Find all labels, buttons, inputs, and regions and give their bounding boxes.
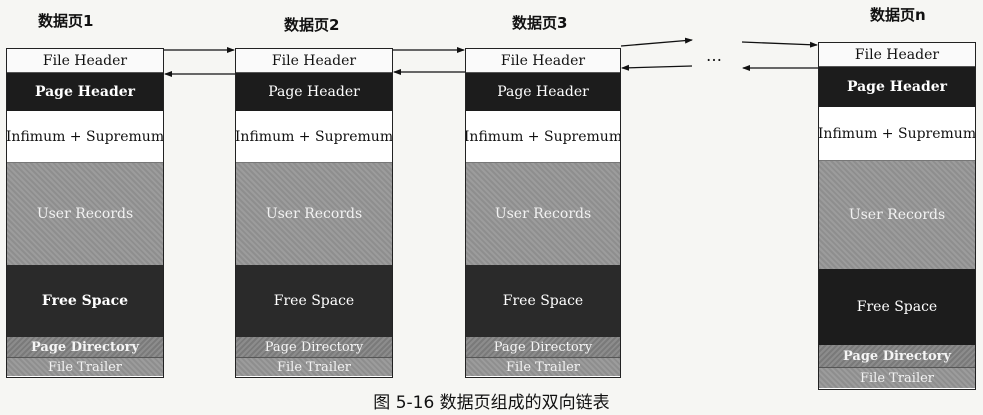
free-space-section: Free Space bbox=[7, 265, 163, 337]
infimum-supremum-section: Infimum + Supremum bbox=[819, 107, 975, 161]
file-trailer-label: File Trailer bbox=[859, 370, 935, 386]
file-header-section: File Header bbox=[7, 49, 163, 73]
file-trailer-section: File Trailer bbox=[7, 357, 163, 376]
page-directory-label: Page Directory bbox=[842, 348, 952, 364]
file-trailer-section: File Trailer bbox=[819, 367, 975, 388]
data-page-2: File Header Page Header Infimum + Suprem… bbox=[235, 48, 393, 378]
page-header-section: Page Header bbox=[819, 67, 975, 107]
page-directory-section: Page Directory bbox=[7, 337, 163, 357]
free-space-label: Free Space bbox=[502, 293, 584, 309]
user-records-label: User Records bbox=[848, 207, 946, 223]
prev-pointer-arrow bbox=[621, 64, 693, 71]
page-3-title: 数据页3 bbox=[512, 14, 568, 32]
user-records-label: User Records bbox=[36, 206, 134, 222]
free-space-section: Free Space bbox=[236, 265, 392, 337]
page-directory-section: Page Directory bbox=[466, 337, 620, 357]
page-header-section: Page Header bbox=[236, 73, 392, 111]
data-page-3: File Header Page Header Infimum + Suprem… bbox=[465, 48, 621, 378]
file-trailer-label: File Trailer bbox=[505, 359, 581, 375]
page-header-label: Page Header bbox=[34, 84, 136, 100]
next-pointer-arrow bbox=[741, 41, 818, 48]
infimum-supremum-label: Infimum + Supremum bbox=[819, 125, 975, 142]
file-header-label: File Header bbox=[271, 52, 357, 69]
page-directory-label: Page Directory bbox=[30, 339, 140, 355]
file-trailer-label: File Trailer bbox=[276, 359, 352, 375]
infimum-supremum-section: Infimum + Supremum bbox=[236, 111, 392, 163]
page-2-title: 数据页2 bbox=[284, 16, 340, 34]
page-header-label: Page Header bbox=[268, 84, 360, 100]
file-trailer-section: File Trailer bbox=[466, 357, 620, 376]
page-header-label: Page Header bbox=[497, 84, 589, 100]
file-header-section: File Header bbox=[466, 49, 620, 73]
user-records-section: User Records bbox=[466, 163, 620, 265]
file-header-section: File Header bbox=[236, 49, 392, 73]
free-space-section: Free Space bbox=[819, 269, 975, 345]
infimum-supremum-section: Infimum + Supremum bbox=[466, 111, 620, 163]
free-space-label: Free Space bbox=[41, 293, 129, 309]
user-records-section: User Records bbox=[236, 163, 392, 265]
user-records-section: User Records bbox=[819, 161, 975, 269]
page-header-section: Page Header bbox=[466, 73, 620, 111]
page-directory-label: Page Directory bbox=[493, 339, 593, 355]
next-pointer-arrow bbox=[620, 37, 693, 47]
infimum-supremum-label: Infimum + Supremum bbox=[7, 128, 163, 145]
free-space-section: Free Space bbox=[466, 265, 620, 337]
data-page-n: File Header Page Header Infimum + Suprem… bbox=[818, 42, 976, 390]
ellipsis: … bbox=[706, 46, 723, 65]
file-header-section: File Header bbox=[819, 43, 975, 67]
file-trailer-section: File Trailer bbox=[236, 357, 392, 376]
infimum-supremum-section: Infimum + Supremum bbox=[7, 111, 163, 163]
free-space-label: Free Space bbox=[273, 293, 355, 309]
file-header-label: File Header bbox=[500, 52, 586, 69]
free-space-label: Free Space bbox=[856, 299, 938, 315]
data-page-1: File Header Page Header Infimum + Suprem… bbox=[6, 48, 164, 378]
page-1-title: 数据页1 bbox=[38, 12, 94, 30]
file-header-label: File Header bbox=[42, 52, 128, 69]
figure-caption: 图 5-16 数据页组成的双向链表 bbox=[373, 393, 610, 413]
page-n-title: 数据页n bbox=[870, 6, 926, 24]
file-trailer-label: File Trailer bbox=[47, 359, 123, 375]
infimum-supremum-label: Infimum + Supremum bbox=[236, 128, 392, 145]
user-records-section: User Records bbox=[7, 163, 163, 265]
infimum-supremum-label: Infimum + Supremum bbox=[466, 128, 620, 145]
page-header-section: Page Header bbox=[7, 73, 163, 111]
page-directory-section: Page Directory bbox=[236, 337, 392, 357]
file-header-label: File Header bbox=[854, 46, 940, 63]
page-directory-section: Page Directory bbox=[819, 345, 975, 367]
user-records-label: User Records bbox=[265, 206, 363, 222]
page-directory-label: Page Directory bbox=[264, 339, 364, 355]
user-records-label: User Records bbox=[494, 206, 592, 222]
page-header-label: Page Header bbox=[846, 79, 948, 95]
